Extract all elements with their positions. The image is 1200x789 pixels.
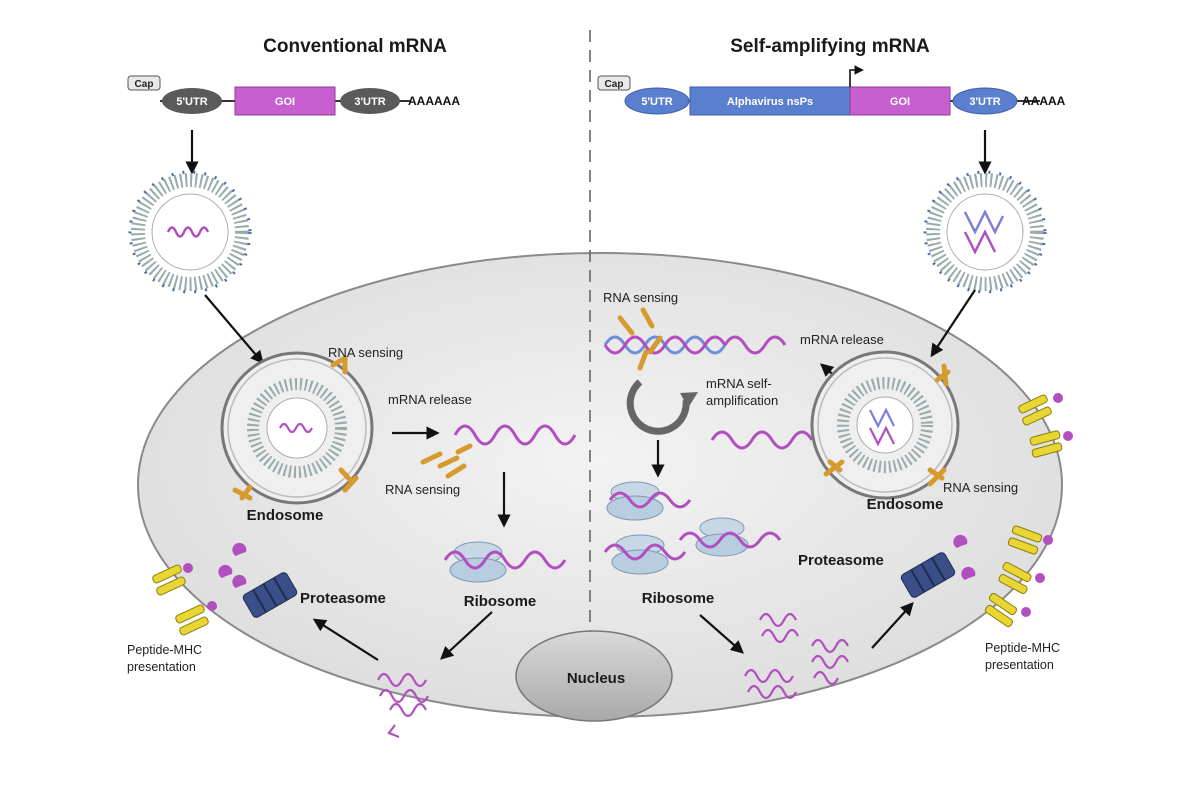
right-ribosome-label: Ribosome	[642, 590, 715, 607]
arrow-right-ribosome-to-protein	[699, 614, 744, 654]
left-polya-label: AAAAAA	[408, 94, 460, 108]
arrow-left-ribosome-to-protein	[440, 611, 493, 660]
amplification-line1: mRNA self-	[706, 376, 772, 391]
left-mrna-release-label: mRNA release	[388, 392, 472, 407]
left-panel-title: Conventional mRNA	[263, 36, 447, 57]
right-presentation-line1: Peptide-MHC	[985, 641, 1060, 655]
right-proteasome	[900, 552, 956, 598]
right-ribosomes	[603, 481, 782, 575]
right-3utr	[952, 87, 1018, 115]
right-mrna-release-label: mRNA release	[800, 332, 884, 347]
left-5utr-label: 5'UTR	[176, 96, 207, 108]
left-endosome-sensor-left	[232, 484, 253, 501]
right-nsps-label: Alphavirus nsPs	[727, 96, 813, 108]
nucleus	[515, 630, 673, 722]
left-peptides	[218, 542, 247, 588]
left-presentation-line2: presentation	[127, 660, 196, 674]
left-cap	[127, 75, 161, 91]
right-mhc-2	[1029, 430, 1073, 458]
right-mrna-construct: Cap 5'UTR Alphavirus nsPs GOI 3'UTR AAAA…	[597, 65, 1066, 116]
arrow-right-protein-to-proteasome	[871, 602, 914, 649]
right-cap	[597, 75, 631, 91]
right-mhc-1	[1018, 393, 1063, 426]
left-ribosome	[443, 541, 567, 583]
right-proteasome-label: Proteasome	[798, 552, 884, 569]
left-rna-sensing-top: RNA sensing	[328, 345, 403, 360]
left-endosome-label: Endosome	[247, 507, 324, 524]
right-mhc-4	[998, 561, 1045, 595]
left-lipid-nanoparticle	[128, 170, 252, 294]
left-cytosolic-sensors	[420, 443, 473, 479]
left-mhc-lower	[175, 601, 217, 636]
right-endosome-sensor-top	[934, 363, 951, 387]
right-endosome-sensor-left	[823, 459, 845, 477]
left-presentation-line1: Peptide-MHC	[127, 643, 202, 657]
left-3utr	[340, 88, 400, 114]
left-5utr	[162, 88, 222, 114]
right-rna-sensing-right: RNA sensing	[943, 480, 1018, 495]
nucleus-label: Nucleus	[567, 670, 625, 687]
left-mrna-construct: Cap 5'UTR GOI 3'UTR AAAAAA	[127, 75, 460, 116]
arrow-left-lnp-to-endosome	[204, 294, 264, 365]
left-protein	[377, 672, 429, 739]
right-released-mrna	[710, 430, 814, 450]
right-cytosolic-sensors	[617, 307, 663, 371]
arrow-right-lnp-to-endosome	[930, 289, 976, 358]
arrow-left-protein-to-proteasome	[312, 618, 379, 661]
left-endosome-sensor-right	[338, 467, 359, 493]
right-rna-sensing-top: RNA sensing	[603, 290, 678, 305]
left-proteasome-label: Proteasome	[300, 590, 386, 607]
right-5utr	[624, 87, 690, 115]
left-released-mrna	[453, 424, 577, 446]
left-proteasome	[242, 572, 298, 618]
left-mhc-upper	[152, 563, 193, 596]
right-mhc-5	[984, 592, 1031, 628]
right-mhc-group	[984, 393, 1073, 628]
left-goi-label: GOI	[275, 96, 295, 108]
right-nsps	[689, 86, 851, 116]
cycle-arrowhead	[680, 392, 698, 408]
left-goi	[234, 86, 336, 116]
right-5utr-label: 5'UTR	[641, 96, 672, 108]
right-panel-title: Self-amplifying mRNA	[730, 36, 930, 57]
right-presentation-line2: presentation	[985, 658, 1054, 672]
right-dsrna-replication-intermediate	[603, 335, 787, 355]
left-ribosome-label: Ribosome	[464, 593, 537, 610]
left-3utr-label: 3'UTR	[354, 96, 385, 108]
left-cap-label: Cap	[135, 79, 154, 90]
left-endosome	[220, 351, 374, 505]
right-proteins	[744, 612, 849, 700]
right-endosome-label: Endosome	[867, 496, 944, 513]
right-endosome	[810, 350, 960, 500]
right-peptides	[953, 534, 976, 580]
subgenomic-promoter-arrow	[849, 65, 864, 87]
right-lipid-nanoparticle	[923, 170, 1047, 294]
right-goi	[849, 86, 951, 116]
left-rna-sensing-bottom: RNA sensing	[385, 482, 460, 497]
right-cap-label: Cap	[605, 79, 624, 90]
right-3utr-label: 3'UTR	[969, 96, 1000, 108]
right-polya-label: AAAAA	[1022, 94, 1066, 108]
right-mhc-3	[1007, 525, 1053, 555]
amplification-line2: amplification	[706, 393, 778, 408]
self-amplification-cycle-arrow	[626, 379, 690, 435]
right-endosome-sensor-right	[927, 467, 947, 487]
left-endosome-sensor-top	[330, 355, 348, 375]
right-goi-label: GOI	[890, 96, 910, 108]
